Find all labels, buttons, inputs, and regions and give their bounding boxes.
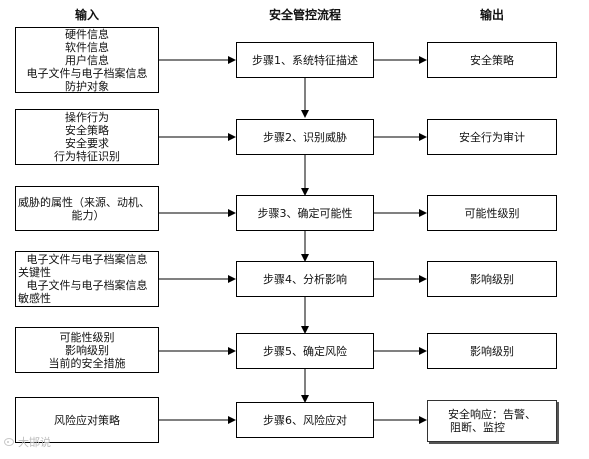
input-line: 能力） bbox=[71, 208, 105, 222]
step-box-6: 步骤6、风险应对 bbox=[236, 402, 374, 438]
step-box-5: 步骤5、确定风险 bbox=[236, 333, 374, 369]
output-header: 输出 bbox=[479, 8, 504, 22]
output-box-6: 安全响应：告警、 阻断、监控 bbox=[427, 400, 557, 442]
output-box-2: 安全行为审计 bbox=[427, 119, 557, 155]
input-line: 电子文件与电子档案信息 bbox=[26, 66, 148, 80]
input-box-1: 硬件信息 软件信息 用户信息 电子文件与电子档案信息 防护对象 bbox=[15, 27, 159, 93]
output-label: 可能性级别 bbox=[464, 206, 520, 220]
process-header: 安全管控流程 bbox=[268, 8, 341, 22]
step-label: 步骤2、识别威胁 bbox=[263, 130, 347, 144]
step-box-3: 步骤3、确定可能性 bbox=[236, 195, 374, 231]
output-label: 影响级别 bbox=[470, 272, 514, 286]
output-line: 阻断、监控 bbox=[450, 421, 505, 434]
watermark-text: 大邯说 bbox=[18, 436, 51, 449]
step-label: 步骤5、确定风险 bbox=[263, 344, 347, 358]
input-line: 电子文件与电子档案信息 bbox=[26, 279, 148, 292]
input-line: 可能性级别 bbox=[59, 330, 115, 344]
watermark-logo-icon bbox=[4, 438, 14, 446]
watermark: 大邯说 bbox=[4, 434, 51, 450]
output-label: 影响级别 bbox=[470, 344, 514, 358]
step-label: 步骤4、分析影响 bbox=[263, 272, 347, 286]
input-line: 敏感性 bbox=[18, 292, 51, 305]
input-line: 关键性 bbox=[18, 266, 51, 279]
input-line: 影响级别 bbox=[65, 343, 109, 357]
input-line: 行为特征识别 bbox=[54, 150, 120, 163]
output-box-4: 影响级别 bbox=[427, 261, 557, 297]
input-line: 操作行为 bbox=[65, 111, 109, 124]
step-label: 步骤1、系统特征描述 bbox=[252, 53, 358, 67]
step-label: 步骤3、确定可能性 bbox=[257, 206, 353, 220]
output-label: 安全行为审计 bbox=[459, 130, 525, 144]
input-line: 电子文件与电子档案信息 bbox=[26, 253, 148, 266]
step-label: 步骤6、风险应对 bbox=[263, 413, 347, 427]
output-line: 安全响应：告警、 bbox=[448, 408, 536, 421]
step-box-1: 步骤1、系统特征描述 bbox=[236, 42, 374, 78]
output-box-3: 可能性级别 bbox=[427, 195, 557, 231]
input-box-3: 威胁的属性（来源、动机、 能力） bbox=[15, 186, 159, 231]
input-line: 安全策略 bbox=[65, 124, 109, 137]
input-line: 威胁的属性（来源、动机、 bbox=[18, 195, 150, 209]
input-box-6: 风险应对策略 bbox=[15, 397, 159, 443]
input-box-5: 可能性级别 影响级别 当前的安全措施 bbox=[15, 327, 159, 373]
input-box-2: 操作行为 安全策略 安全要求 行为特征识别 bbox=[15, 109, 159, 165]
output-label: 安全策略 bbox=[470, 53, 514, 67]
input-line: 当前的安全措施 bbox=[48, 356, 126, 370]
input-line: 用户信息 bbox=[65, 53, 109, 67]
input-line: 硬件信息 bbox=[65, 27, 109, 41]
input-box-4: 电子文件与电子档案信息 关键性 电子文件与电子档案信息 敏感性 bbox=[15, 251, 159, 307]
output-box-5: 影响级别 bbox=[427, 333, 557, 369]
input-line: 安全要求 bbox=[65, 137, 109, 150]
input-header: 输入 bbox=[74, 8, 99, 22]
step-box-4: 步骤4、分析影响 bbox=[236, 261, 374, 297]
input-line: 防护对象 bbox=[65, 79, 109, 93]
input-line: 风险应对策略 bbox=[54, 413, 120, 427]
input-line: 软件信息 bbox=[65, 40, 109, 54]
step-box-2: 步骤2、识别威胁 bbox=[236, 119, 374, 155]
output-box-1: 安全策略 bbox=[427, 42, 557, 78]
